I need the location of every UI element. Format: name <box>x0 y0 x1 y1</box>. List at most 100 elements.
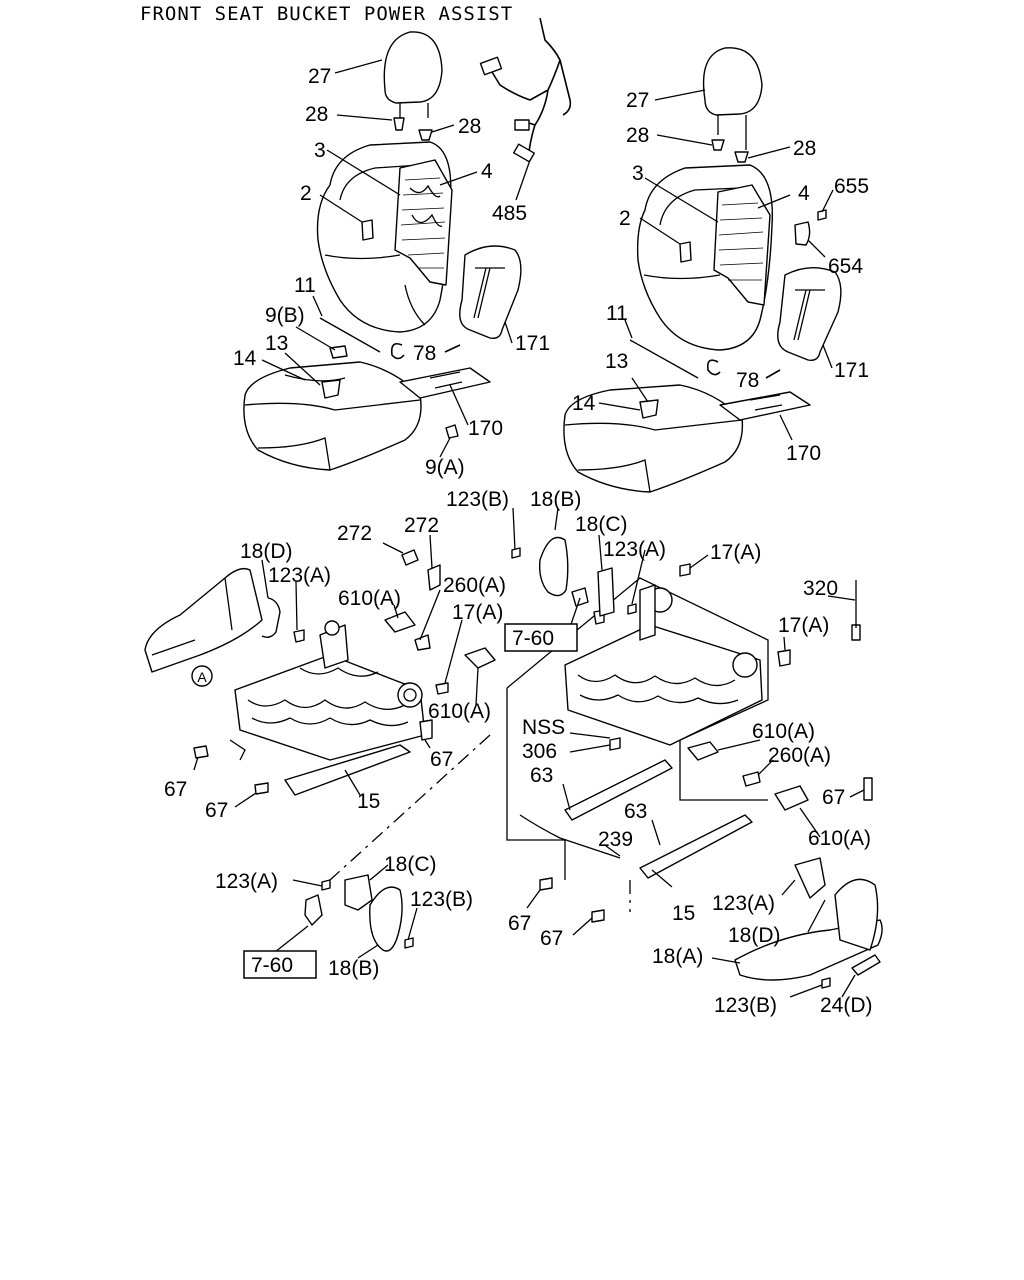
callout-center-123a: 123(A) <box>603 538 666 561</box>
circle-a-label: A <box>197 669 207 685</box>
left-harness-485 <box>491 17 572 161</box>
callout-left-78: 78 <box>413 342 436 365</box>
left-cushion-mat-170 <box>399 367 491 399</box>
callout-br-18a: 18(A) <box>652 945 703 968</box>
left-bracket-18c <box>344 874 373 911</box>
callout-br-15: 15 <box>672 902 695 925</box>
callout-right-654: 654 <box>828 255 863 278</box>
callout-bl-123a: 123(A) <box>268 564 331 587</box>
left-headrest <box>383 31 443 104</box>
right-cover-18b <box>538 536 569 597</box>
right-seat-cushion <box>563 384 744 493</box>
callout-br-63b: 63 <box>624 800 647 823</box>
ref-box-upper <box>504 623 578 652</box>
left-headrest-guide-28a <box>393 117 405 131</box>
callout-right-28a: 28 <box>626 124 649 147</box>
callout-bl-272a: 272 <box>337 522 372 545</box>
callout-br-nss: NSS <box>522 716 565 739</box>
right-lever-24d <box>851 954 881 976</box>
ref-box-lower <box>243 950 317 979</box>
callout-left-2: 2 <box>300 182 312 205</box>
callout-bl-67b: 67 <box>164 778 187 801</box>
callout-right-78: 78 <box>736 369 759 392</box>
callout-br-67c: 67 <box>540 927 563 950</box>
callout-center-18c: 18(C) <box>575 513 628 536</box>
right-frame-body <box>564 624 763 746</box>
right-cover-18d <box>834 878 879 951</box>
callout-br-306: 306 <box>522 740 557 763</box>
callout-center-17a: 17(A) <box>710 541 761 564</box>
callout-right-655: 655 <box>834 175 869 198</box>
callout-br-610a: 610(A) <box>752 720 815 743</box>
callout-bl-17a: 17(A) <box>452 601 503 624</box>
left-seat-cushion <box>243 361 422 471</box>
callout-bl-15: 15 <box>357 790 380 813</box>
left-headrest-guide-28b <box>418 129 433 141</box>
right-knob-654 <box>794 221 811 246</box>
right-back-panel-171 <box>777 267 842 362</box>
right-headrest <box>702 47 763 116</box>
right-seat-assembly <box>563 47 842 493</box>
callout-right-4: 4 <box>798 182 810 205</box>
callout-labels: 27 28 28 3 4 2 485 11 9(B) 13 14 78 171 … <box>164 65 873 1017</box>
callout-bl-18b: 18(B) <box>328 957 379 980</box>
circle-a-marker <box>191 665 213 687</box>
left-belt-buckle <box>304 894 323 926</box>
callout-bl-18d: 18(D) <box>240 540 293 563</box>
callout-right-13: 13 <box>605 350 628 373</box>
right-bracket-18d <box>794 857 826 899</box>
left-back-panel-171 <box>459 245 522 340</box>
callout-left-485: 485 <box>492 202 527 225</box>
left-side-trim <box>144 567 263 673</box>
callout-left-13: 13 <box>265 332 288 355</box>
callout-br-18d: 18(D) <box>728 924 781 947</box>
callout-br-239: 239 <box>598 828 633 851</box>
callout-bl-610a: 610(A) <box>338 587 401 610</box>
leader-lines <box>193 59 865 998</box>
callout-br-67a: 67 <box>822 786 845 809</box>
left-seat-frame: A <box>144 549 496 952</box>
left-seat-assembly <box>243 17 572 471</box>
callout-right-2: 2 <box>619 207 631 230</box>
callout-br-24d: 24(D) <box>820 994 873 1017</box>
right-headrest-guide-28b <box>734 151 749 163</box>
right-rail-63b <box>639 814 753 879</box>
callout-left-27: 27 <box>308 65 331 88</box>
callout-left-11: 11 <box>294 274 316 297</box>
callout-left-28a: 28 <box>305 103 328 126</box>
right-heater-mat <box>713 184 771 306</box>
callout-center-123b: 123(B) <box>446 488 509 511</box>
callout-left-170: 170 <box>468 417 503 440</box>
callout-right-171: 171 <box>834 359 869 382</box>
callout-right-27: 27 <box>626 89 649 112</box>
callout-left-9a: 9(A) <box>425 456 465 479</box>
callout-left-14: 14 <box>233 347 257 370</box>
left-frame-body <box>234 654 426 761</box>
callout-bl-260a: 260(A) <box>443 574 506 597</box>
diagram-title: FRONT SEAT BUCKET POWER ASSIST <box>140 3 514 25</box>
right-rail-63a <box>564 759 673 821</box>
left-cover-18b <box>369 886 403 952</box>
callout-bl-67a: 67 <box>430 748 453 771</box>
callout-left-9b: 9(B) <box>265 304 305 327</box>
callout-br-123a: 123(A) <box>712 892 775 915</box>
callout-br-67b: 67 <box>508 912 531 935</box>
callout-right-170: 170 <box>786 442 821 465</box>
callout-center-17a2: 17(A) <box>778 614 829 637</box>
right-headrest-guide-28a <box>711 139 725 151</box>
callout-left-171: 171 <box>515 332 550 355</box>
callout-bl-123b: 123(B) <box>410 888 473 911</box>
callout-right-11: 11 <box>606 302 628 325</box>
right-cushion-mat-170 <box>719 391 811 421</box>
callout-center-18b: 18(B) <box>530 488 581 511</box>
callout-right-14: 14 <box>572 392 596 415</box>
ref-upper-7-60: 7-60 <box>512 627 554 650</box>
callout-right-28b: 28 <box>793 137 816 160</box>
callout-br-123b: 123(B) <box>714 994 777 1017</box>
callout-bl-610a2: 610(A) <box>428 700 491 723</box>
callout-br-63a: 63 <box>530 764 553 787</box>
callout-bl-123a2: 123(A) <box>215 870 278 893</box>
ref-lower-7-60: 7-60 <box>251 954 293 977</box>
right-seat-frame <box>506 536 883 989</box>
